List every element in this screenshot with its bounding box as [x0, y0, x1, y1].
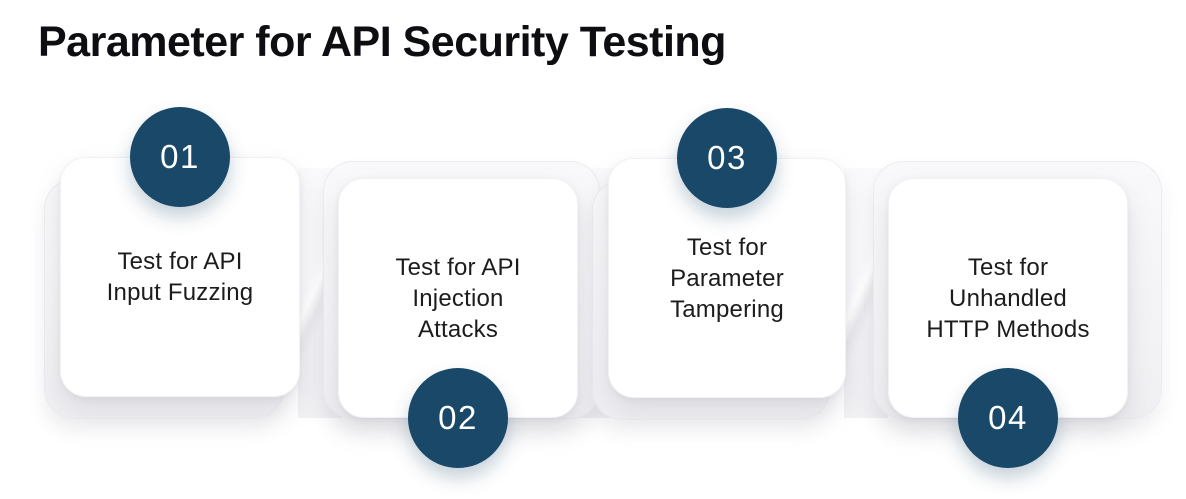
step-number-badge-2: 02 [408, 368, 508, 468]
step-number-badge-1: 01 [130, 107, 230, 207]
page-title: Parameter for API Security Testing [38, 18, 726, 66]
step-label-3: Test for Parameter Tampering [670, 233, 784, 323]
step-number-badge-4: 04 [958, 368, 1058, 468]
step-label-2: Test for API Injection Attacks [395, 253, 521, 343]
step-label-1: Test for API Input Fuzzing [106, 248, 254, 306]
step-label-4: Test for Unhandled HTTP Methods [926, 253, 1090, 343]
step-number-badge-3: 03 [677, 108, 777, 208]
